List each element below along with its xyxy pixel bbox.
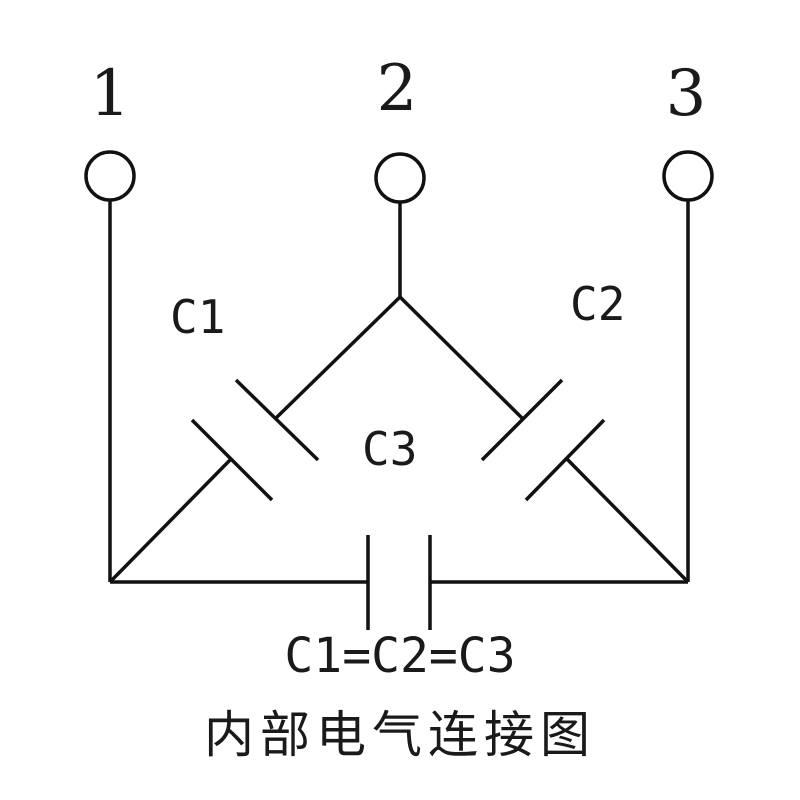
capacitor-c1-label: C1 [170, 290, 225, 344]
c1-wire-bottom [108, 456, 234, 584]
capacitor-c2 [398, 295, 690, 584]
capacitor-c3 [366, 535, 432, 630]
capacitor-c1 [108, 295, 402, 584]
terminal-2-circle [374, 152, 426, 204]
c2-wire-bottom [564, 456, 690, 584]
terminal-2-label: 2 [377, 52, 418, 126]
c1-plate-upper [234, 378, 320, 462]
c1-wire-top [274, 295, 402, 420]
c2-wire-top [398, 295, 524, 420]
terminal-3-circle [662, 150, 714, 202]
equation-label: C1=C2=C3 [284, 628, 515, 684]
terminal-1-circle [84, 150, 136, 202]
terminal-1-label: 1 [90, 57, 131, 131]
capacitor-c3-label: C3 [362, 422, 417, 476]
c2-plate-upper [480, 378, 564, 462]
c2-plate-lower [524, 418, 606, 502]
terminal-3-label: 3 [666, 57, 707, 131]
capacitor-c2-label: C2 [570, 277, 625, 331]
diagram-caption: 内部电气连接图 [204, 706, 596, 764]
